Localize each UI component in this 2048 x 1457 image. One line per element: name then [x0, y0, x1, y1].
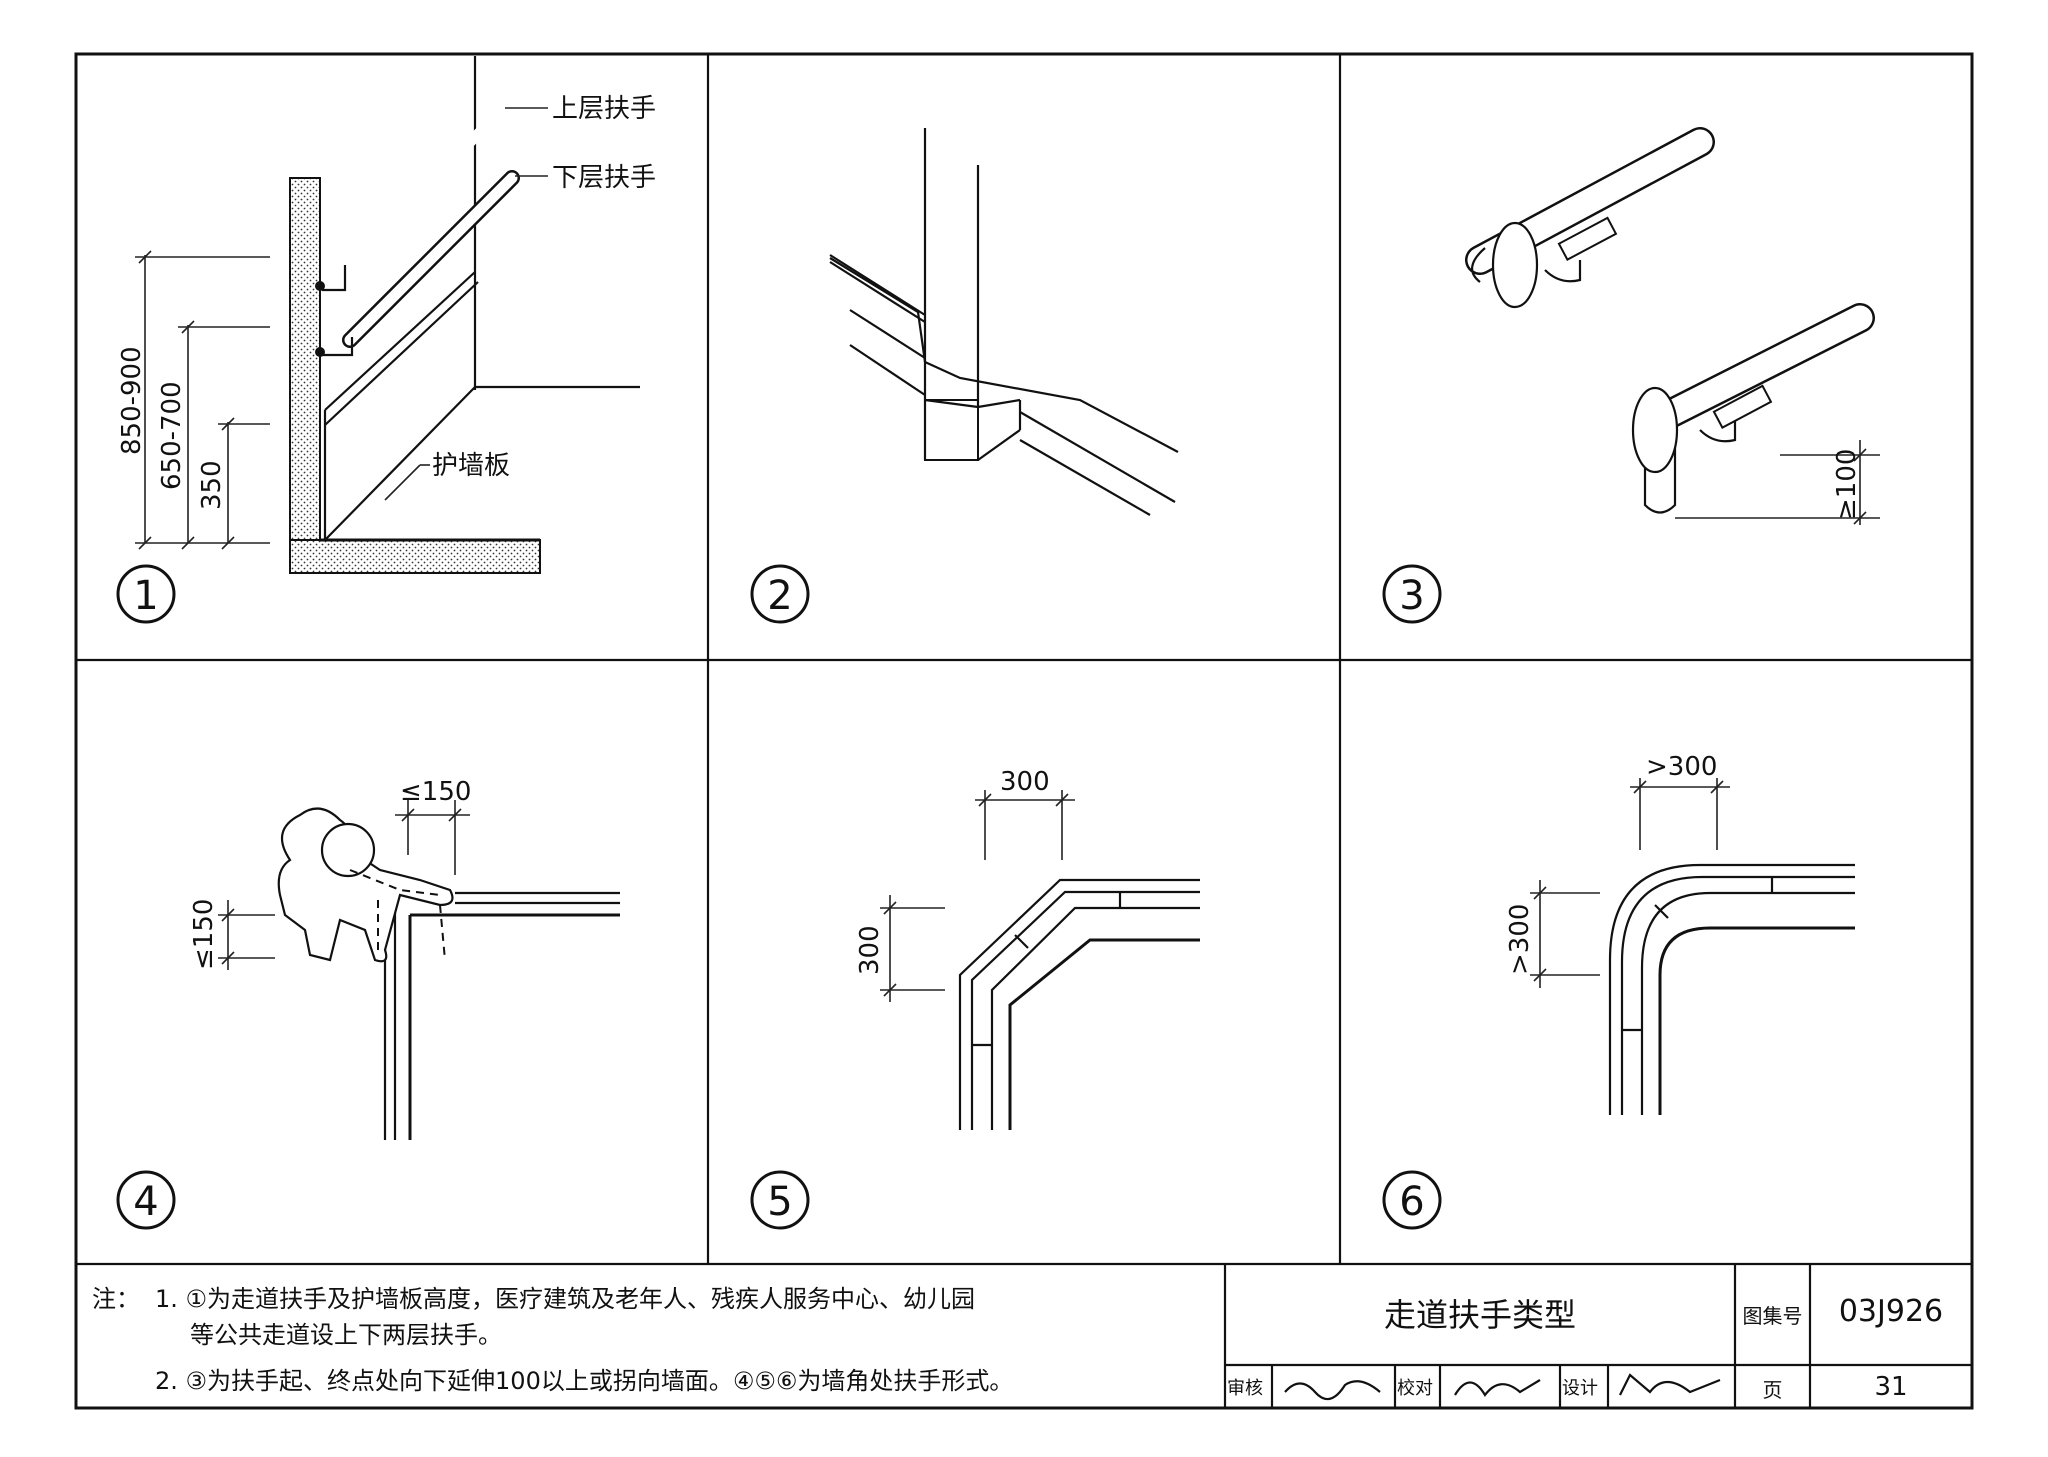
panel-1-section-drawing	[135, 56, 640, 574]
label-upper-rail: 上层扶手	[552, 94, 656, 124]
page-number: 31	[1874, 1372, 1908, 1402]
dim-350: 350	[197, 460, 227, 510]
panel-6-rounded-corner	[1530, 778, 1855, 1115]
dim-300-v: 300	[855, 925, 885, 975]
note-line-1: 1. ①为走道扶手及护墙板高度，医疗建筑及老年人、残疾人服务中心、幼儿园	[155, 1285, 976, 1313]
design-label: 设计	[1562, 1378, 1598, 1399]
dim-850-900: 850-900	[117, 346, 147, 455]
dim-650-700: 650-700	[157, 381, 187, 490]
review-label: 审核	[1227, 1378, 1263, 1399]
panel-number-2: 2	[750, 564, 810, 624]
dim-max-150-h: ≤150	[400, 777, 471, 807]
svg-text:4: 4	[133, 1179, 158, 1225]
svg-text:6: 6	[1399, 1179, 1424, 1225]
dim-300-h: 300	[1000, 767, 1050, 797]
panel-4-corner-plan	[218, 800, 620, 1140]
page-label: 页	[1762, 1378, 1783, 1402]
svg-text:3: 3	[1399, 573, 1424, 619]
svg-text:1: 1	[133, 573, 158, 619]
panel-number-4: 4	[116, 1170, 176, 1230]
panel-2-perspective-drawing	[829, 128, 1179, 516]
check-label: 校对	[1397, 1378, 1433, 1399]
atlas-number-label: 图集号	[1742, 1304, 1803, 1328]
note-line-2: 等公共走道设上下两层扶手。	[190, 1321, 502, 1349]
dim-min-100: ≥100	[1832, 449, 1862, 520]
panel-5-chamfered-corner	[880, 790, 1200, 1130]
panel-3-rail-ends	[1465, 127, 1880, 525]
panel-number-3: 3	[1382, 564, 1442, 624]
svg-text:5: 5	[767, 1179, 792, 1225]
panel-number-6: 6	[1382, 1170, 1442, 1230]
dim-gt-300-v: >300	[1505, 904, 1535, 975]
drawing-title: 走道扶手类型	[1383, 1296, 1576, 1334]
panel-number-1: 1	[116, 564, 176, 624]
svg-text:2: 2	[767, 573, 792, 619]
panel-number-5: 5	[750, 1170, 810, 1230]
dim-gt-300-h: >300	[1646, 752, 1717, 782]
sheet-frame	[74, 52, 1974, 1410]
atlas-number: 03J926	[1838, 1294, 1944, 1329]
dim-max-150-v: ≤150	[189, 899, 219, 970]
note-line-3: 2. ③为扶手起、终点处向下延伸100以上或拐向墙面。④⑤⑥为墙角处扶手形式。	[155, 1367, 1014, 1395]
notes-prefix: 注：	[92, 1285, 140, 1313]
title-block-grid	[1223, 1264, 1972, 1408]
label-lower-rail: 下层扶手	[552, 163, 656, 193]
label-wall-board: 护墙板	[432, 451, 510, 481]
